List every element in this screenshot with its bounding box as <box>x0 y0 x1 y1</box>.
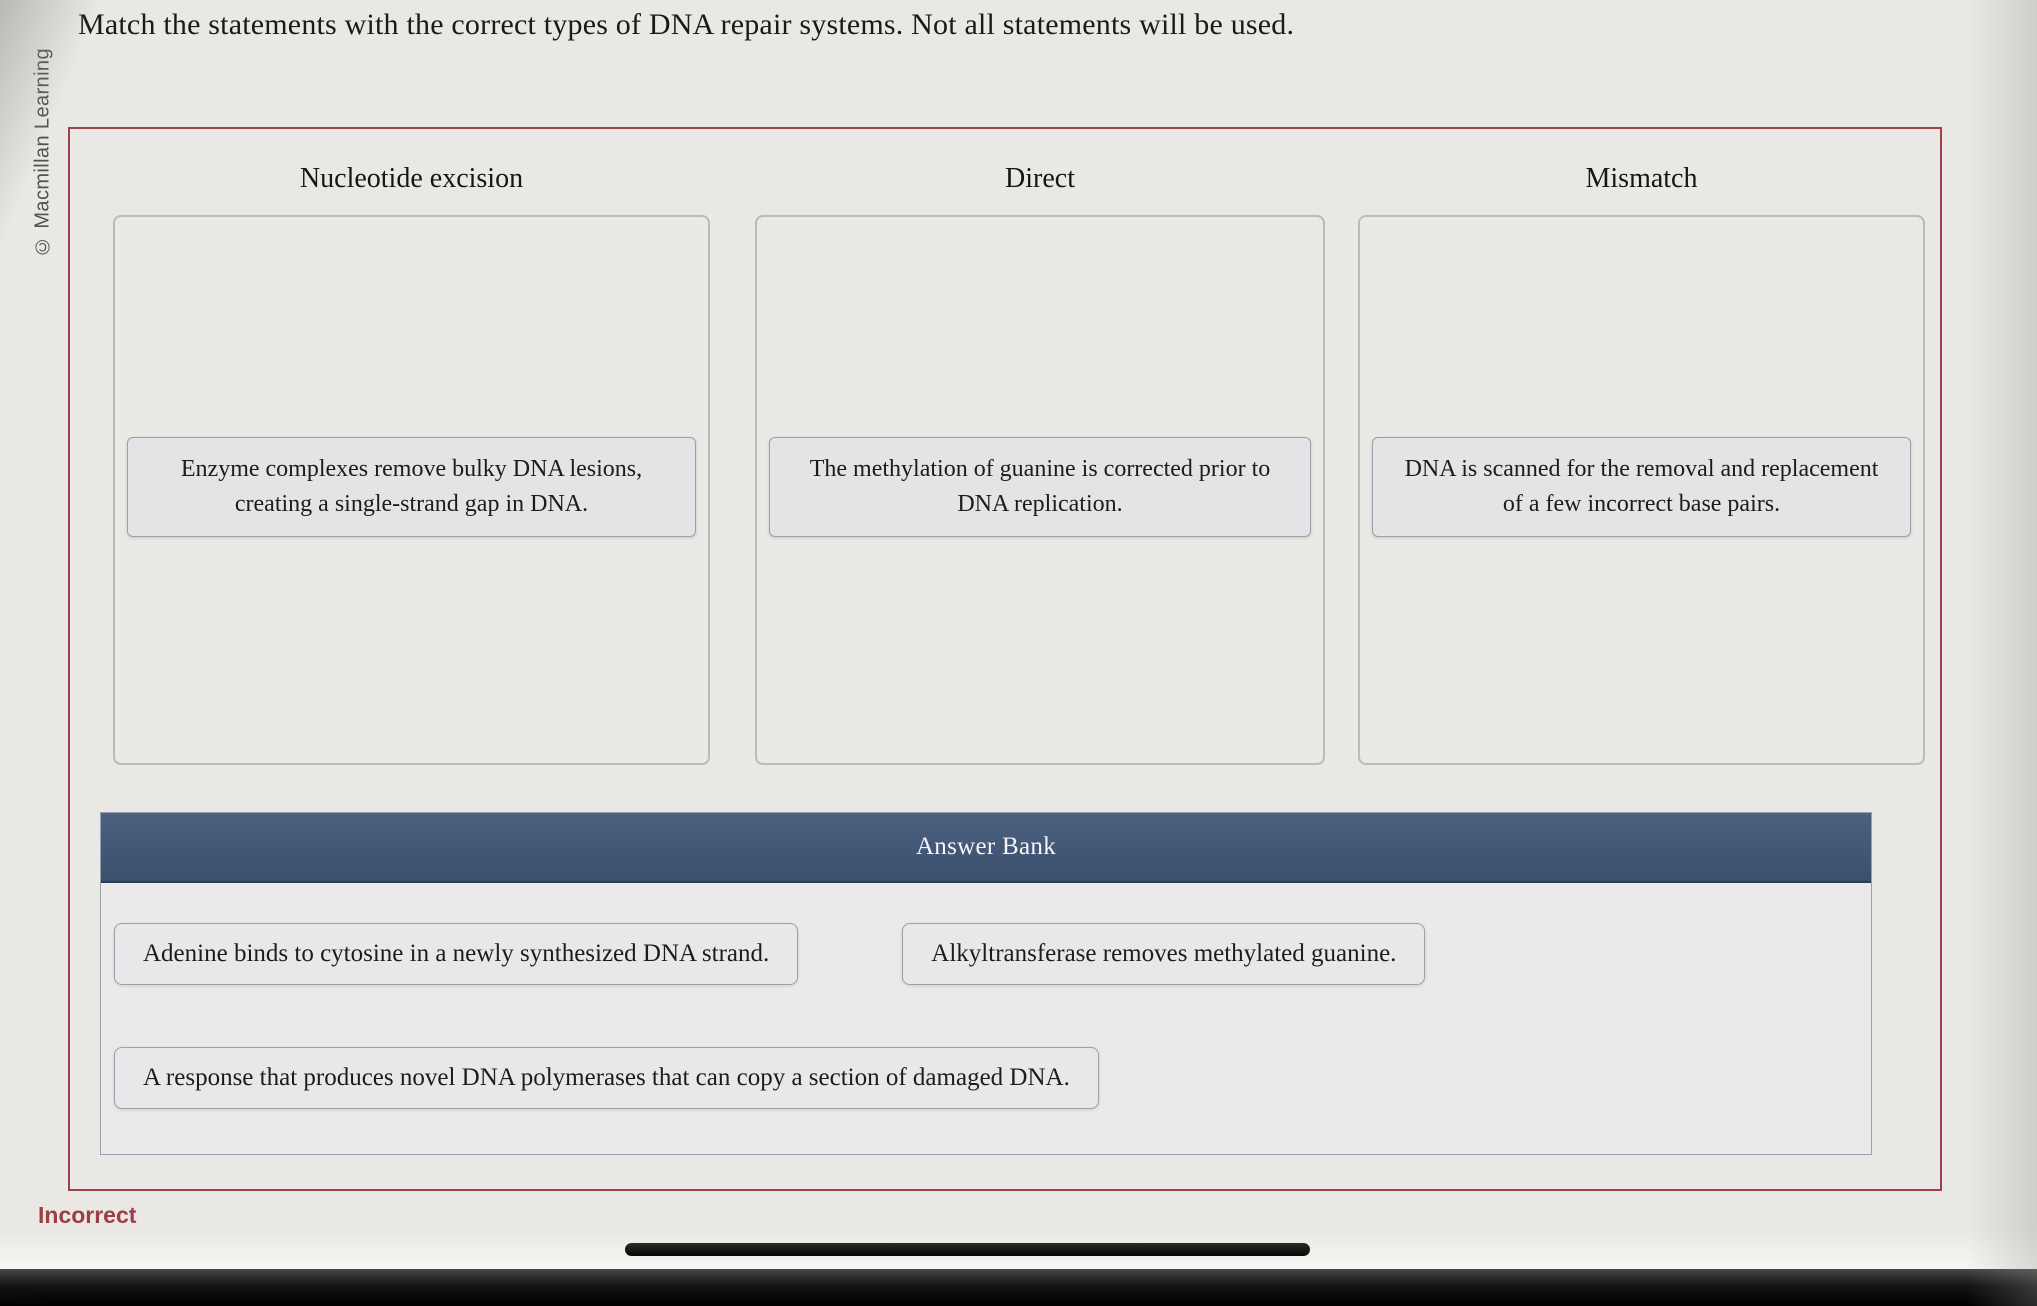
dropped-statement-text: Enzyme complexes remove bulky DNA lesion… <box>180 456 643 517</box>
answer-bank-header: Answer Bank <box>101 813 1871 883</box>
column-header-mismatch: Mismatch <box>1585 163 1698 194</box>
dropzone-mismatch[interactable]: DNA is scanned for the removal and repla… <box>1358 215 1925 765</box>
bank-item-novel-polymerases[interactable]: A response that produces novel DNA polym… <box>114 1047 1099 1109</box>
bank-item-adenine[interactable]: Adenine binds to cytosine in a newly syn… <box>114 923 799 985</box>
answer-bank: Answer Bank Adenine binds to cytosine in… <box>100 812 1872 1155</box>
column-header-direct: Direct <box>1005 163 1075 194</box>
bank-item-alkyltransferase[interactable]: Alkyltransferase removes methylated guan… <box>902 923 1426 985</box>
column-header-nucleotide-excision: Nucleotide excision <box>299 163 524 194</box>
dropped-statement-card[interactable]: Enzyme complexes remove bulky DNA lesion… <box>127 437 696 537</box>
feedback-status-incorrect: Incorrect <box>38 1202 137 1228</box>
question-prompt: Match the statements with the correct ty… <box>78 8 1295 41</box>
dropped-statement-text: The methylation of guanine is corrected … <box>809 456 1271 517</box>
macmillan-learning-watermark: © Macmillan Learning <box>31 48 54 258</box>
dropzone-nucleotide-excision[interactable]: Enzyme complexes remove bulky DNA lesion… <box>113 215 710 765</box>
horizontal-scrollbar-thumb[interactable] <box>625 1243 1310 1256</box>
matching-question-area: Nucleotide excision Direct Mismatch Enzy… <box>68 127 1942 1191</box>
dropped-statement-card[interactable]: DNA is scanned for the removal and repla… <box>1372 437 1911 537</box>
answer-bank-title: Answer Bank <box>915 833 1057 860</box>
dropzone-direct[interactable]: The methylation of guanine is corrected … <box>755 215 1325 765</box>
dropped-statement-card[interactable]: The methylation of guanine is corrected … <box>769 437 1311 537</box>
dropped-statement-text: DNA is scanned for the removal and repla… <box>1404 456 1879 517</box>
laptop-bezel <box>0 1269 2037 1306</box>
